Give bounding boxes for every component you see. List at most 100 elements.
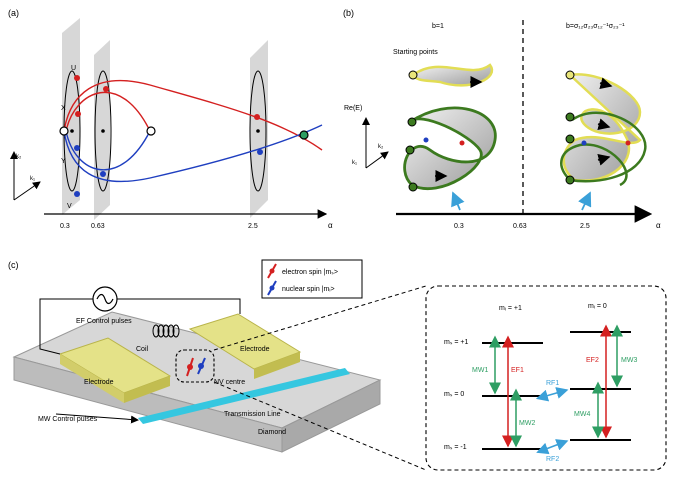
- direction-arrow: [597, 153, 611, 166]
- mw-control-label: MW Control pulses: [38, 416, 98, 423]
- slice-plane-2.5: [250, 40, 268, 218]
- k2-label: k₂: [16, 154, 22, 160]
- ms-zero-label: mₛ = 0: [444, 391, 464, 398]
- point-x: [75, 111, 81, 117]
- braid-right: b=σ₁₂σ₂₃σ₁₂⁻¹σ₂₃⁻¹: [566, 23, 625, 30]
- start-point: [565, 112, 575, 122]
- nv-centre-label: NV centre: [214, 379, 245, 386]
- pointer-arrow: [578, 191, 592, 211]
- start-point: [408, 182, 418, 192]
- point-y: [74, 145, 80, 151]
- green-braid-right: [560, 111, 647, 187]
- start-point: [565, 175, 575, 185]
- transmission-label: Transmission Line: [224, 411, 281, 418]
- panel-b: (b) b=1 b=σ₁₂σ₂₃σ₁₂⁻¹σ₂₃⁻¹ Starting poin…: [343, 8, 661, 230]
- mw4-label: MW4: [574, 411, 590, 418]
- k2-axis-b: [365, 151, 389, 169]
- start-point: [565, 70, 575, 80]
- electrode-left-front: [60, 354, 124, 403]
- tick-0.3-b: 0.3: [454, 223, 464, 230]
- wire-right: [117, 298, 241, 314]
- k1-label: k₁: [30, 176, 35, 182]
- electrode-left-side: [124, 376, 170, 403]
- green-braid-left: [403, 106, 497, 191]
- energy-level-box: [425, 285, 667, 471]
- yellow-braid-right: [562, 73, 642, 182]
- pointer-arrow: [451, 191, 465, 211]
- slice-center: [256, 129, 260, 133]
- rf1-label: RF1: [546, 380, 559, 387]
- mw3-label: MW3: [621, 357, 637, 364]
- start-point: [565, 134, 575, 144]
- spin-legend: [261, 259, 363, 299]
- panel-b-label: (b): [343, 8, 354, 18]
- start-point: [408, 70, 418, 80]
- mw1-label: MW1: [472, 367, 488, 374]
- point-blue: [257, 149, 263, 155]
- eigen-blue: [423, 137, 429, 143]
- point-v: [74, 191, 80, 197]
- nv-electron-dot: [187, 364, 193, 370]
- rf2-label: RF2: [546, 456, 559, 463]
- ef1-label: EF1: [511, 367, 524, 374]
- projection-line: [213, 285, 427, 351]
- legend-electron-label: electron spin |mₛ>: [282, 269, 338, 276]
- wire-left: [39, 298, 93, 355]
- coil: [152, 324, 180, 338]
- ms-minus-label: mₛ = -1: [444, 444, 467, 451]
- crossing-point: [299, 130, 309, 140]
- slice-ellipse-0.63: [94, 70, 112, 192]
- label-v: V: [67, 203, 72, 210]
- eigen-blue: [581, 140, 587, 146]
- exceptional-point: [59, 126, 69, 136]
- starting-label: Starting points: [393, 49, 438, 56]
- braid-left: b=1: [432, 23, 444, 30]
- exceptional-point: [146, 126, 156, 136]
- legend-nuclear-label: nuclear spin |mᵢ>: [282, 286, 335, 293]
- panel-a: (a) U X Y V: [8, 8, 333, 230]
- k1-label-b: k₁: [352, 160, 357, 166]
- electrode-left-label: Electrode: [84, 379, 114, 386]
- ef2-label: EF2: [586, 357, 599, 364]
- panel-a-label: (a): [8, 8, 19, 18]
- k2-label-b: k₂: [378, 144, 384, 150]
- start-point: [407, 117, 417, 127]
- label-y: Y: [61, 158, 66, 165]
- k1-axis: [13, 181, 41, 201]
- mw2-label: MW2: [519, 420, 535, 427]
- transmission-line: [138, 368, 350, 424]
- panel-c: (c) EF C: [8, 259, 667, 471]
- red-loop: [65, 91, 151, 132]
- tick-0.63: 0.63: [91, 223, 105, 230]
- coil-label: Coil: [136, 346, 149, 353]
- point-u: [74, 75, 80, 81]
- red-band-upper: [63, 79, 323, 151]
- re-e-label: Re(E): [344, 105, 362, 112]
- eigen-red: [459, 140, 465, 146]
- nv-nuclear-dot: [198, 363, 204, 369]
- mw-feed-arrow: [55, 413, 139, 424]
- tick-0.3: 0.3: [60, 223, 70, 230]
- start-point: [405, 145, 415, 155]
- transition-rf1: [535, 387, 569, 402]
- mi-plus-label: mᵢ = +1: [499, 305, 522, 312]
- point-red: [254, 114, 260, 120]
- ef-control-label: EF Control pulses: [76, 318, 132, 325]
- diamond-side: [281, 379, 381, 453]
- direction-arrow: [597, 118, 611, 131]
- ms-plus-label: mₛ = +1: [444, 339, 469, 346]
- projection-line: [213, 381, 427, 471]
- transition-rf2: [536, 439, 569, 455]
- point-blue: [100, 171, 106, 177]
- direction-arrow: [599, 77, 613, 90]
- alpha-label: α: [328, 221, 333, 230]
- tick-2.5-b: 2.5: [580, 223, 590, 230]
- slice-ellipse-2.5: [249, 70, 267, 192]
- blue-loop: [65, 130, 151, 171]
- slice-center: [101, 129, 105, 133]
- alpha-label-b: α: [656, 221, 661, 230]
- blue-band-lower: [63, 124, 323, 183]
- label-u: U: [71, 65, 76, 72]
- sine-wave-icon: [96, 293, 114, 305]
